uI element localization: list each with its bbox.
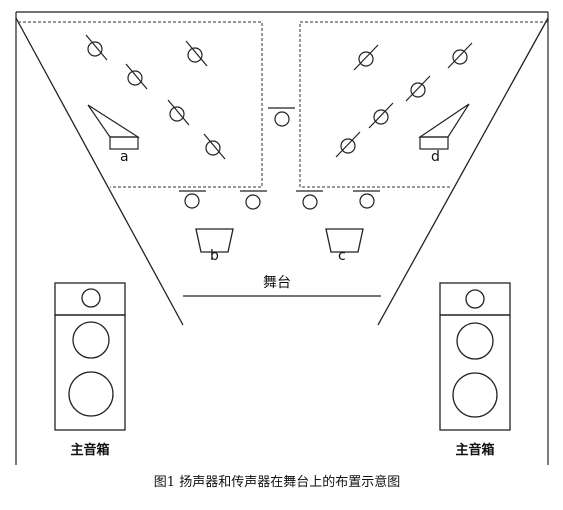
diagram-frame bbox=[15, 11, 549, 465]
microphone-icon bbox=[368, 102, 394, 129]
loudspeaker-icon bbox=[87, 104, 141, 138]
stage-label: 舞台 bbox=[263, 275, 291, 291]
microphone-icon bbox=[353, 190, 380, 209]
microphone-icon bbox=[240, 190, 267, 210]
woofer-icon bbox=[68, 371, 114, 417]
right-zone-border bbox=[299, 21, 548, 188]
main-speaker-left-label: 主音箱 bbox=[70, 442, 109, 458]
woofer-icon bbox=[456, 322, 494, 360]
microphone-icon bbox=[268, 107, 295, 127]
microphone-icon bbox=[405, 75, 431, 102]
monitor-speaker-d bbox=[418, 103, 470, 150]
dashed-zones bbox=[18, 21, 548, 188]
microphone-icon bbox=[447, 42, 473, 69]
woofer-icon bbox=[452, 372, 498, 418]
main-speaker-right bbox=[439, 282, 511, 431]
left-zone-border bbox=[18, 21, 263, 188]
stage-walls bbox=[15, 17, 549, 326]
loudspeaker-icon bbox=[418, 103, 470, 138]
microphone-icon bbox=[203, 133, 226, 160]
label-a: a bbox=[120, 149, 129, 165]
microphone-icon bbox=[125, 63, 148, 90]
label-d: d bbox=[431, 149, 440, 165]
loudspeaker-icon bbox=[195, 228, 234, 253]
label-c: c bbox=[338, 248, 346, 264]
microphone-icon bbox=[185, 40, 208, 67]
monitor-speaker-a bbox=[87, 104, 141, 150]
woofer-icon bbox=[72, 321, 110, 359]
main-speaker-left bbox=[54, 282, 126, 431]
tweeter-icon bbox=[81, 288, 101, 308]
left-zone-microphones bbox=[85, 34, 226, 160]
floor-monitor-c bbox=[325, 228, 364, 253]
microphone-icon bbox=[179, 190, 206, 209]
floor-monitor-b bbox=[195, 228, 234, 253]
microphone-icon bbox=[296, 190, 323, 210]
right-zone-microphones bbox=[335, 42, 473, 158]
loudspeaker-icon bbox=[325, 228, 364, 253]
microphone-icon bbox=[167, 99, 190, 126]
overhead-microphones bbox=[179, 107, 380, 210]
microphone-icon bbox=[85, 34, 108, 61]
microphone-icon bbox=[353, 44, 379, 71]
figure-caption: 图1 扬声器和传声器在舞台上的布置示意图 bbox=[154, 474, 400, 490]
microphone-icon bbox=[335, 131, 361, 158]
label-b: b bbox=[210, 248, 219, 264]
main-speaker-right-label: 主音箱 bbox=[455, 442, 494, 458]
tweeter-icon bbox=[465, 289, 485, 309]
